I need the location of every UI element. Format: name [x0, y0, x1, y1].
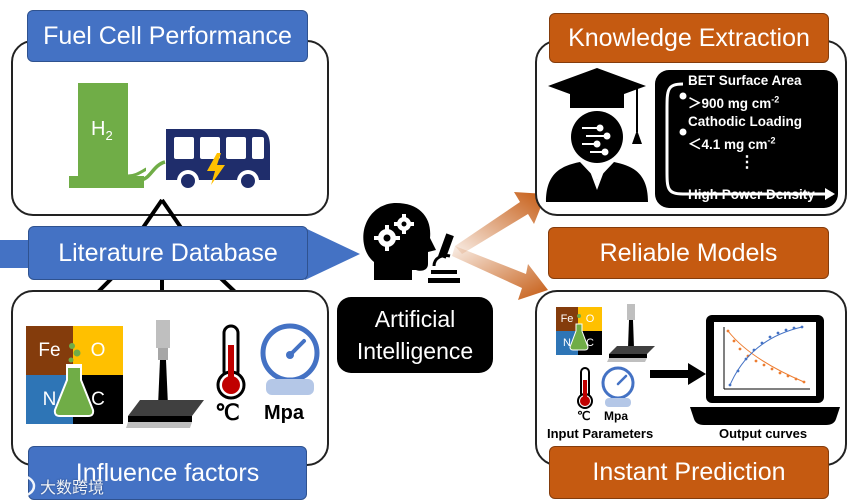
- hydrogen-tank-icon: [69, 83, 146, 188]
- literature-database-label: Literature Database: [28, 226, 308, 280]
- flask-icon: [53, 343, 95, 417]
- mini-element-tile-fe: Fe: [556, 307, 578, 331]
- element-tile-fe: Fe: [26, 326, 73, 375]
- bet-label: BET Surface Area: [688, 73, 802, 88]
- influence-factors-label: Influence factors: [28, 446, 307, 500]
- cathodic-value: ＜4.1 mg cm-2: [688, 135, 776, 153]
- lightning-icon: [207, 153, 225, 185]
- high-power-density: High Power Density: [688, 187, 815, 202]
- pressure-unit: Mpa: [264, 402, 304, 424]
- ai-head-icon: [363, 203, 436, 280]
- reliable-models-label: Reliable Models: [548, 227, 829, 279]
- mini-thermometer-icon: [577, 367, 593, 409]
- cathodic-label: Cathodic Loading: [688, 114, 802, 129]
- hydrogen-label: H2: [91, 118, 113, 143]
- artificial-intelligence-box: Artificial Intelligence: [337, 297, 493, 373]
- gears-icon: [374, 214, 414, 251]
- watermark: 大数跨境: [6, 474, 104, 498]
- connector-lines: [62, 198, 254, 328]
- fuel-cell-performance-label: Fuel Cell Performance: [27, 10, 308, 62]
- hose-icon: [139, 160, 166, 182]
- prediction-arrow-icon: [650, 363, 706, 385]
- mini-microscope-icon: [607, 304, 655, 362]
- graduate-icon: [546, 68, 648, 202]
- thermometer-icon: [216, 324, 246, 400]
- instant-prediction-label: Instant Prediction: [549, 446, 829, 499]
- orange-arrows: [452, 192, 548, 300]
- bracket-icon: [665, 82, 835, 200]
- mini-flask-icon: [569, 314, 589, 351]
- knowledge-extraction-label: Knowledge Extraction: [549, 13, 829, 63]
- temperature-unit: ℃: [215, 400, 240, 425]
- bet-value: ＞900 mg cm-2: [688, 94, 780, 112]
- pressure-gauge-icon: [260, 323, 320, 395]
- knowledge-bubble: BET Surface Area ＞900 mg cm-2 Cathodic L…: [655, 70, 838, 208]
- microscope-icon: [126, 320, 204, 428]
- fuel-cell-panel: [11, 40, 329, 216]
- output-curves-label: Output curves: [719, 426, 808, 441]
- mini-temperature-unit: ℃: [577, 409, 591, 423]
- mini-pressure-gauge-icon: [601, 366, 635, 407]
- ellipsis: ⋮: [739, 154, 755, 171]
- watermark-logo-icon: [6, 474, 36, 498]
- laptop-icon: [690, 315, 840, 425]
- mini-pressure-unit: Mpa: [604, 409, 628, 423]
- input-parameters-label: Input Parameters: [547, 426, 654, 441]
- small-microscope-icon: [428, 233, 460, 283]
